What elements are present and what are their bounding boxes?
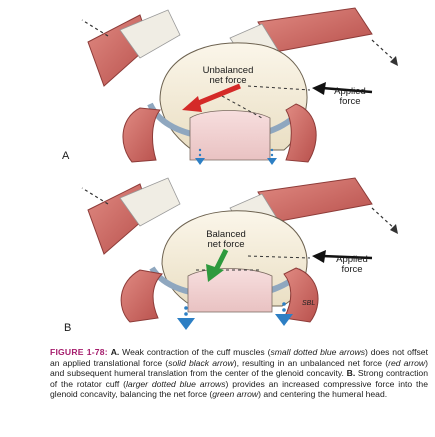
caption-a-marker: A. <box>111 347 120 357</box>
dashed-force-line-right <box>372 40 396 62</box>
muscle-lower-left-b <box>121 270 162 322</box>
glenoid-b <box>188 269 272 313</box>
glenoid <box>190 111 270 161</box>
panel-b-letter: B <box>64 322 71 334</box>
panel-a-illustration <box>0 0 435 172</box>
panel-a: A Unbalanced net force Applied force <box>0 0 435 172</box>
dashed-force-line-right-b <box>372 208 396 230</box>
shoulder-figure: A Unbalanced net force Applied force <box>0 0 435 345</box>
panel-b: B Balanced net force Applied force SBL <box>0 172 435 344</box>
balanced-net-force-label: Balanced net force <box>190 230 262 250</box>
muscle-lower-left <box>123 108 160 162</box>
unbalanced-net-force-label: Unbalanced net force <box>188 66 268 86</box>
illustrator-signature: SBL <box>302 300 315 307</box>
applied-force-label-b: Applied force <box>322 255 382 275</box>
panel-a-letter: A <box>62 150 69 162</box>
applied-force-label-a: Applied force <box>320 87 380 107</box>
figure-caption: FIGURE 1-78: A. Weak contraction of the … <box>50 347 428 400</box>
caption-label: FIGURE 1-78: <box>50 347 108 357</box>
caption-b-marker: B. <box>347 368 356 378</box>
dashed-force-line-left <box>82 20 108 36</box>
